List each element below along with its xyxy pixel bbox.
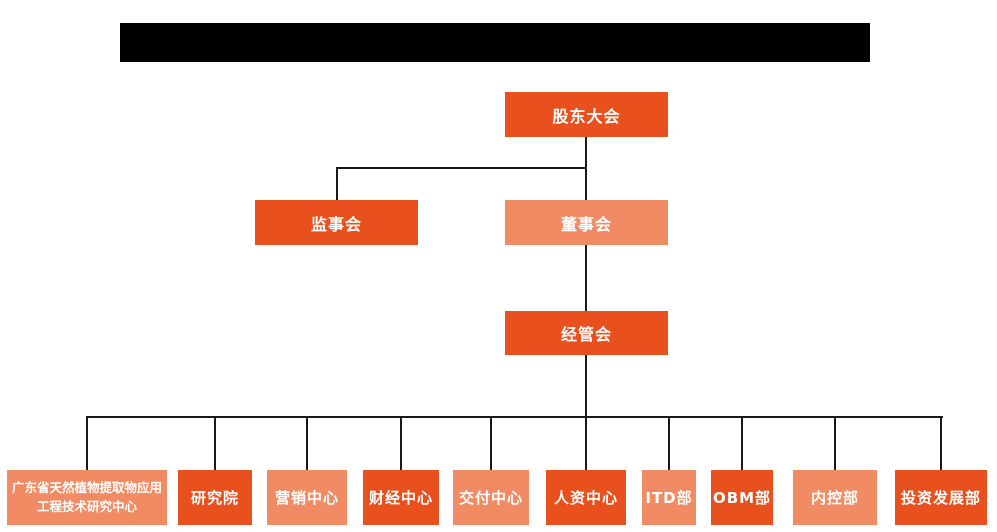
connector-drop-research-center <box>86 416 88 470</box>
connector-board-to-management <box>585 245 587 311</box>
connector-drop-marketing <box>306 416 308 470</box>
connector-drop-investment <box>940 416 942 470</box>
connector-to-supervisory-board <box>336 167 338 200</box>
org-node-itd-department: ITD部 <box>642 470 696 525</box>
org-node-board-of-directors: 董事会 <box>505 200 668 245</box>
redacted-title-bar <box>120 23 870 62</box>
connector-drop-obm <box>741 416 743 470</box>
org-node-research-institute: 研究院 <box>178 470 252 525</box>
org-node-research-center-guangdong: 广东省天然植物提取物应用工程技术研究中心 <box>7 470 167 525</box>
org-node-management-committee: 经管会 <box>505 311 668 355</box>
connector-drop-internal-control <box>834 416 836 470</box>
connector-drop-delivery <box>490 416 492 470</box>
connector-branch-horizontal <box>336 167 587 169</box>
org-node-delivery-center: 交付中心 <box>453 470 529 525</box>
org-node-internal-control-department: 内控部 <box>793 470 877 525</box>
connector-drop-research-institute <box>214 416 216 470</box>
org-node-supervisory-board: 监事会 <box>255 200 418 245</box>
org-node-marketing-center: 营销中心 <box>267 470 347 525</box>
org-node-hr-center: 人资中心 <box>546 470 626 525</box>
connector-drop-finance <box>400 416 402 470</box>
connector-management-to-bus <box>585 355 587 417</box>
org-node-obm-department: OBM部 <box>711 470 773 525</box>
org-node-investment-development-department: 投资发展部 <box>895 470 987 525</box>
connector-drop-hr <box>585 416 587 470</box>
org-node-shareholders-meeting: 股东大会 <box>505 92 668 137</box>
connector-departments-bus <box>86 416 943 418</box>
org-node-finance-center: 财经中心 <box>363 470 439 525</box>
connector-drop-itd <box>668 416 670 470</box>
